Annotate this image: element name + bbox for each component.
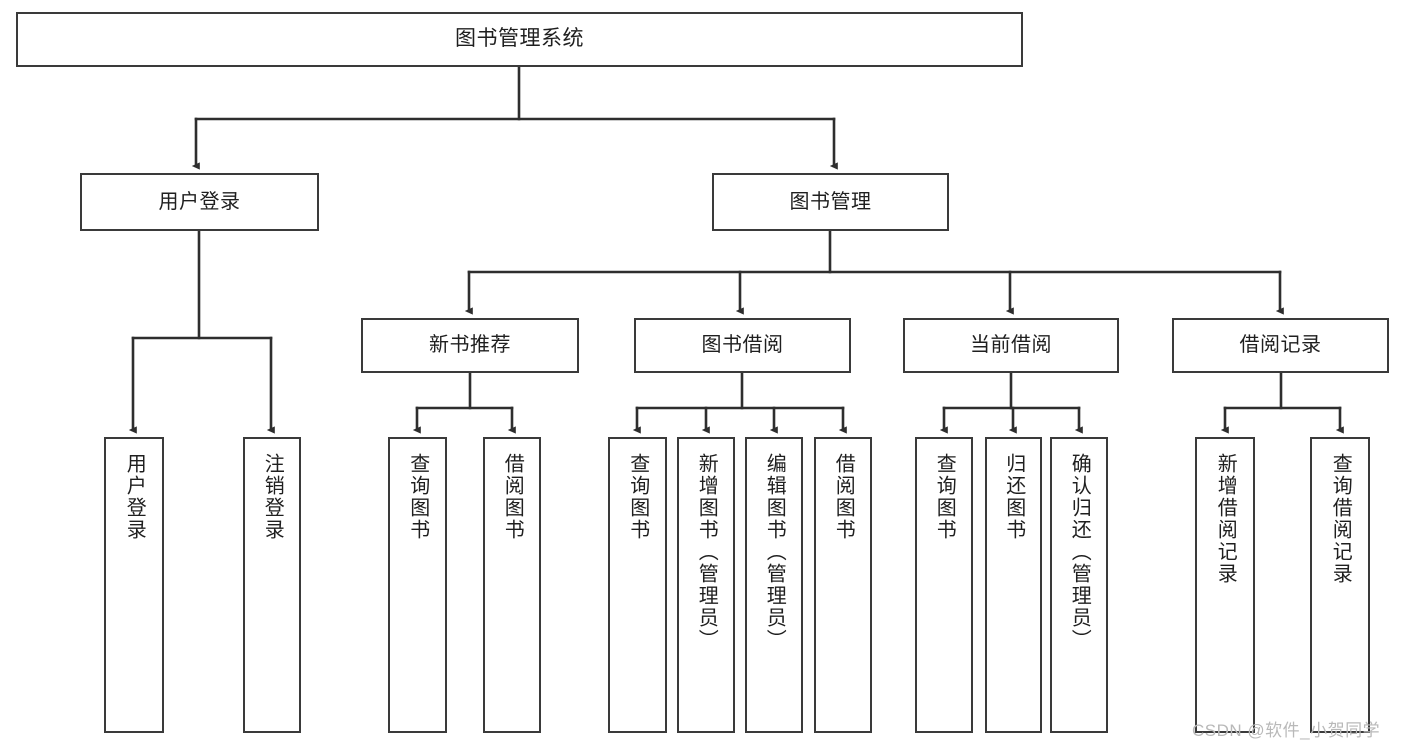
leaf-edit-book-label: 编辑图书（管理员） [763,453,786,651]
node-book-manage-label: 图书管理 [789,190,872,213]
leaf-query-book-3-label: 查询图书 [933,453,956,541]
leaf-user-login-label: 用户登录 [123,453,146,541]
node-borrow-record-label: 借阅记录 [1239,334,1322,356]
leaf-query-book-2[interactable]: 查询图书 [608,437,667,733]
node-book-borrow-label: 图书借阅 [701,334,784,356]
node-new-book-rec-label: 新书推荐 [429,334,511,356]
leaf-add-record[interactable]: 新增借阅记录 [1195,437,1255,733]
leaf-add-record-label: 新增借阅记录 [1214,453,1237,585]
leaf-borrow-book-1-label: 借阅图书 [501,453,524,541]
node-new-book-rec[interactable]: 新书推荐 [361,318,579,373]
leaf-confirm-return[interactable]: 确认归还（管理员） [1050,437,1108,733]
leaf-return-book-label: 归还图书 [1002,453,1025,541]
leaf-borrow-book-2[interactable]: 借阅图书 [814,437,872,733]
leaf-query-book-1[interactable]: 查询图书 [388,437,447,733]
node-current-borrow-label: 当前借阅 [970,334,1052,356]
leaf-user-logout-label: 注销登录 [261,453,284,541]
leaf-user-logout[interactable]: 注销登录 [243,437,301,733]
leaf-query-book-1-label: 查询图书 [406,453,429,541]
leaf-user-login[interactable]: 用户登录 [104,437,164,733]
leaf-query-record-label: 查询借阅记录 [1329,453,1352,585]
leaf-borrow-book-2-label: 借阅图书 [832,453,855,541]
node-user-login-label: 用户登录 [158,190,241,213]
leaf-query-record[interactable]: 查询借阅记录 [1310,437,1370,733]
node-current-borrow[interactable]: 当前借阅 [903,318,1119,373]
leaf-return-book[interactable]: 归还图书 [985,437,1042,733]
node-root-label: 图书管理系统 [455,27,584,51]
node-borrow-record[interactable]: 借阅记录 [1172,318,1389,373]
csdn-watermark: CSDN @软件_小贺同学 [1192,721,1381,740]
node-book-borrow[interactable]: 图书借阅 [634,318,851,373]
node-root[interactable]: 图书管理系统 [16,12,1023,67]
leaf-add-book[interactable]: 新增图书（管理员） [677,437,735,733]
leaf-query-book-3[interactable]: 查询图书 [915,437,973,733]
node-user-login[interactable]: 用户登录 [80,173,319,231]
leaf-query-book-2-label: 查询图书 [626,453,649,541]
node-book-manage[interactable]: 图书管理 [712,173,949,231]
leaf-confirm-return-label: 确认归还（管理员） [1068,453,1091,651]
leaf-borrow-book-1[interactable]: 借阅图书 [483,437,541,733]
leaf-add-book-label: 新增图书（管理员） [695,453,718,651]
leaf-edit-book[interactable]: 编辑图书（管理员） [745,437,803,733]
